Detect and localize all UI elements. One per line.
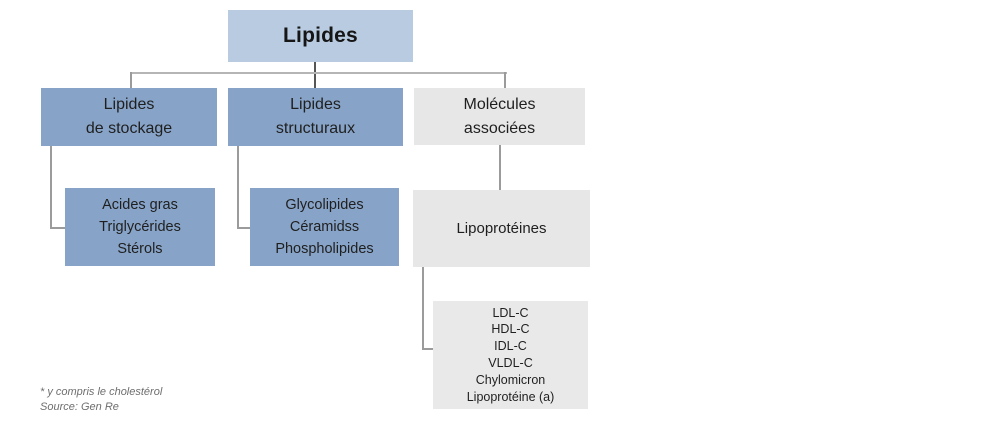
connector-root-drop — [314, 62, 316, 88]
node-label-line: Lipoprotéine (a) — [466, 389, 555, 404]
node-label-line: LDL-C — [492, 305, 529, 320]
node-storage-items: Acides gras Triglycérides Stérols — [65, 188, 215, 266]
node-lipides-de-stockage: Lipides de stockage — [41, 88, 217, 146]
footnote-block: * y compris le cholestérol Source: Gen R… — [40, 385, 162, 415]
node-label-line: de stockage — [85, 120, 173, 137]
node-label-line: Glycolipides — [285, 197, 364, 213]
node-label-line: VLDL-C — [488, 356, 533, 370]
connector-associated-drop — [499, 145, 501, 190]
node-molecules-associees: Molécules associées — [414, 88, 585, 145]
footnote-source: Source: Gen Re — [40, 401, 119, 413]
node-label-line: Lipoprotéines — [456, 219, 547, 237]
node-label-line: Lipides — [103, 96, 155, 113]
footnote-cholesterol: * y compris le cholestérol — [40, 386, 163, 398]
node-lipides: Lipides — [228, 10, 413, 62]
node-label-line: structuraux — [275, 120, 356, 137]
node-label-line: Chylomicron — [475, 372, 546, 387]
node-lipoprotein-types: LDL-C HDL-C IDL-C VLDL-C Chylomicron Lip… — [433, 301, 588, 409]
connector-lipoproteins-elbow-h — [422, 348, 433, 350]
connector-right-drop — [504, 72, 506, 88]
node-label-line: Lipides — [290, 96, 341, 113]
node-label-line: HDL-C — [491, 322, 530, 337]
connector-storage-elbow-v — [50, 146, 52, 229]
connector-left-drop — [130, 72, 132, 88]
node-lipoproteines: Lipoprotéines — [413, 190, 590, 267]
node-label-line: associées — [463, 119, 536, 137]
node-label-line: Triglycérides — [99, 219, 181, 235]
node-label-line: Molécules — [463, 95, 536, 113]
node-label-line: Acides gras — [102, 197, 178, 213]
node-lipides-structuraux: Lipides structuraux — [228, 88, 403, 146]
connector-structural-elbow-h — [237, 227, 250, 229]
connector-main-horizontal — [130, 72, 507, 74]
node-label-line: IDL-C — [494, 339, 527, 354]
connector-storage-elbow-h — [50, 227, 65, 229]
node-label-line: Céramidss — [289, 219, 360, 235]
node-structural-items: Glycolipides Céramidss Phospholipides — [250, 188, 399, 266]
connector-lipoproteins-elbow-v — [422, 267, 424, 350]
node-label-line: Phospholipides — [275, 241, 374, 257]
node-lipides-label: Lipides — [283, 24, 358, 47]
node-label-line: Stérols — [117, 241, 163, 257]
connector-structural-elbow-v — [237, 146, 239, 229]
